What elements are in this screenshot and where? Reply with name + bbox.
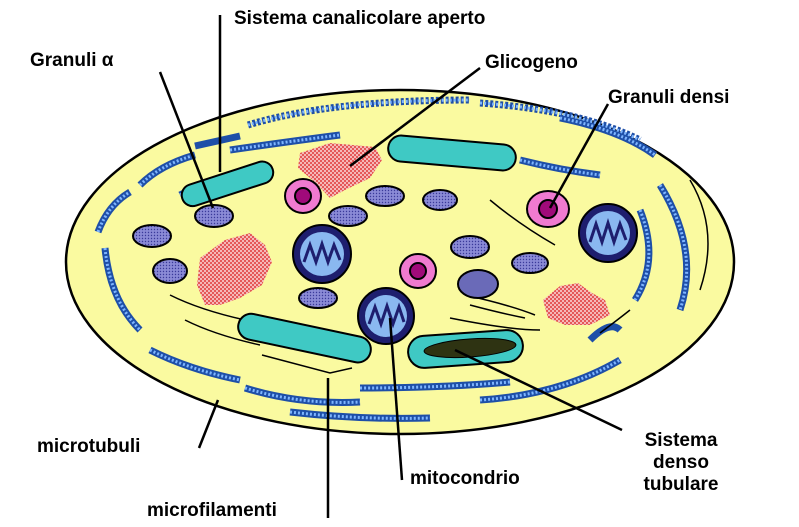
label-sistema-denso-tubulare: Sistema denso tubulare (626, 430, 736, 496)
label-microfilamenti: microfilamenti (147, 500, 277, 522)
dense-tubular-system (407, 329, 524, 369)
label-granuli-alpha: Granuli α (30, 50, 113, 72)
label-sistema-canalicolare: Sistema canalicolare aperto (234, 8, 485, 30)
label-denso-line: denso (626, 452, 736, 474)
label-microtubuli: microtubuli (37, 436, 140, 458)
label-mitocondrio: mitocondrio (410, 468, 520, 490)
alpha-granule-dark (458, 270, 498, 298)
label-granuli-densi: Granuli densi (608, 87, 729, 109)
label-tubulare-line: tubulare (626, 474, 736, 496)
label-glicogeno: Glicogeno (485, 52, 578, 74)
label-sistema-line: Sistema (626, 430, 736, 452)
